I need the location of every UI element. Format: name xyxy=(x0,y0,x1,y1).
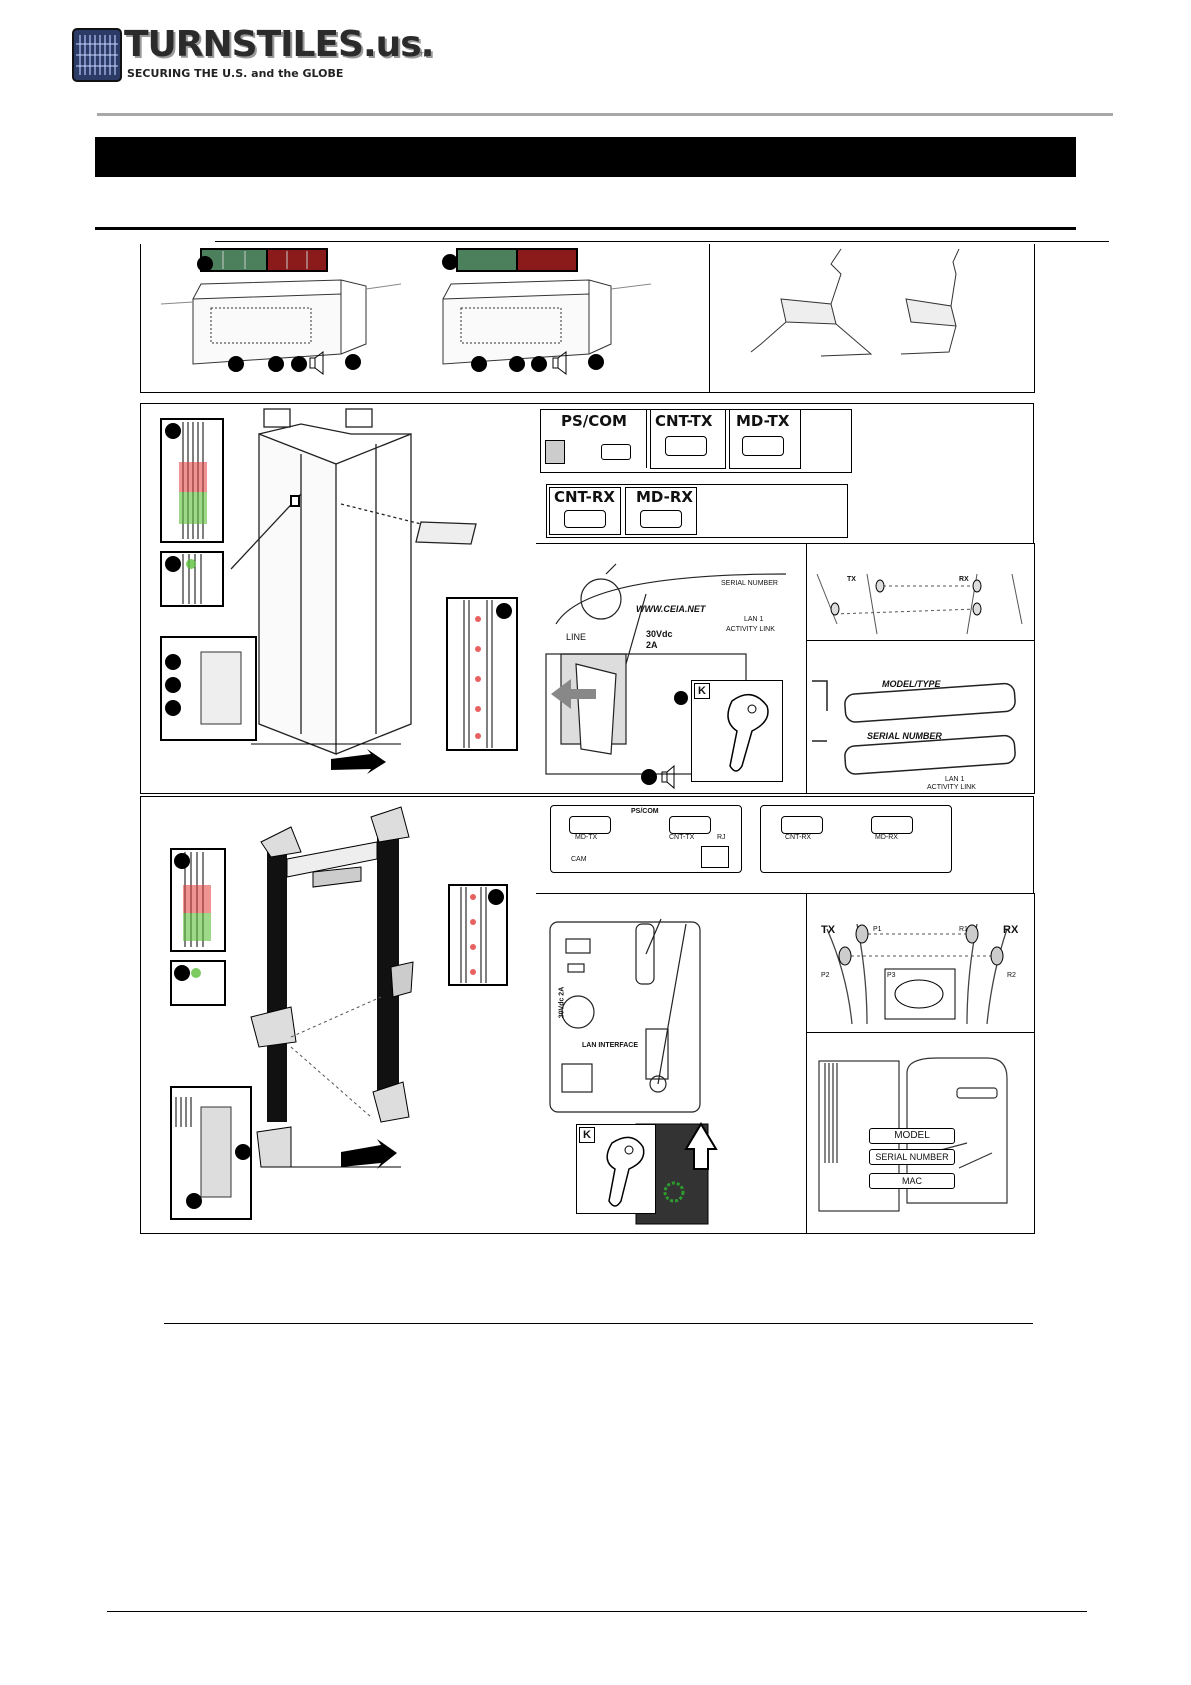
current-label: 2A xyxy=(646,640,658,650)
trademark: TM xyxy=(420,53,429,59)
lan-label: LAN 1 xyxy=(744,616,764,623)
led-bar-red-1 xyxy=(266,248,328,272)
section-rule-thin xyxy=(215,241,1109,242)
port-label-cnt-tx: CNT-TX xyxy=(669,834,695,841)
power-panel-2: 30Vdc 2A LAN INTERFACE K xyxy=(536,893,807,1234)
key-inset: K xyxy=(691,680,783,782)
db-port-icon xyxy=(564,510,606,528)
power-supply-1 xyxy=(750,248,873,357)
brand-name: TURNSTILES.us. xyxy=(124,24,434,65)
serial-label: SERIAL NUMBER xyxy=(721,580,778,587)
line-label: LINE xyxy=(566,632,587,642)
tx-rx-panel-1: TX RX xyxy=(806,543,1035,642)
voltage-label: 30Vdc 2A xyxy=(558,986,566,1019)
led-bar-red-2 xyxy=(516,248,578,272)
logo: TURNSTILES.us. TM SECURING THE U.S. and … xyxy=(72,24,434,84)
model-type-label: MODEL/TYPE xyxy=(882,679,941,689)
connector-block-right: CNT-RX MD-RX xyxy=(760,805,952,873)
header-rule xyxy=(97,113,1113,116)
port-row-bottom: CNT-RX MD-RX xyxy=(546,484,848,538)
gate-panel-2 xyxy=(140,796,538,1234)
control-unit-1 xyxy=(160,279,402,365)
p3-label: P3 xyxy=(887,972,896,979)
website-label: WWW.CEIA.NET xyxy=(636,604,706,614)
speaker-icon-2 xyxy=(552,351,567,375)
label-panel-1: MODEL/TYPE SERIAL NUMBER LAN 1 ACTIVITY … xyxy=(806,640,1035,794)
bottom-rule xyxy=(164,1323,1033,1324)
connector-block-left: MD-TX PS/COM CNT-TX RJ CAM xyxy=(550,805,742,873)
power-switch xyxy=(545,440,565,464)
key-label: K xyxy=(579,1127,595,1143)
speaker-icon-1 xyxy=(309,351,324,375)
power-supply-2 xyxy=(900,248,960,355)
key-icon xyxy=(727,693,769,772)
r1-label: R1 xyxy=(959,926,968,933)
port-label-ps-com: PS/COM xyxy=(561,412,627,430)
port-row-top: PS/COM CNT-TX MD-TX xyxy=(540,409,852,473)
footer-rule xyxy=(107,1611,1087,1612)
port-label-md-rx: MD-RX xyxy=(636,488,693,506)
r2-label: R2 xyxy=(1007,972,1016,979)
port-label-cnt-tx: CNT-TX xyxy=(655,412,713,430)
port-label-rj: RJ xyxy=(717,834,726,841)
rx-label: RX xyxy=(959,576,969,583)
top-row-frame xyxy=(140,244,1035,393)
activity-label: ACTIVITY LINK xyxy=(927,784,976,791)
tx-label: TX xyxy=(821,924,836,936)
gate-panel-1 xyxy=(140,403,538,794)
port-label-cnt-rx: CNT-RX xyxy=(785,834,812,841)
activity-label: ACTIVITY LINK xyxy=(726,626,775,633)
led-bar-green-2 xyxy=(456,248,518,272)
port-label-ps-com: PS/COM xyxy=(631,808,659,815)
db-port-icon xyxy=(742,436,784,456)
gate-drawing-2 xyxy=(170,806,508,1220)
port-label-cnt-rx: CNT-RX xyxy=(554,488,615,506)
serial-port-icon xyxy=(601,444,631,460)
rj-port-icon xyxy=(701,846,729,868)
key-label: K xyxy=(694,683,710,699)
key-inset: K xyxy=(576,1124,656,1214)
p2-label: P2 xyxy=(821,972,830,979)
label-panel-2: MODEL SERIAL NUMBER MAC xyxy=(806,1032,1035,1234)
db-port-icon xyxy=(665,436,707,456)
db-port-icon xyxy=(640,510,682,528)
tx-label: TX xyxy=(847,576,856,583)
mac-label: MAC xyxy=(869,1173,955,1189)
port-label-md-tx: MD-TX xyxy=(736,412,790,430)
control-unit-2 xyxy=(442,279,652,365)
key-icon xyxy=(606,1136,645,1207)
section-rule xyxy=(95,227,1076,230)
serial-number-label: SERIAL NUMBER xyxy=(867,731,942,741)
voltage-label: 30Vdc xyxy=(646,629,673,639)
lan-interface-label: LAN INTERFACE xyxy=(582,1042,638,1049)
power-panel-1: LINE WWW.CEIA.NET 30Vdc 2A SERIAL NUMBER… xyxy=(536,543,807,794)
port-label-md-rx: MD-RX xyxy=(875,834,898,841)
db-port-icon xyxy=(871,816,913,834)
p1-label: P1 xyxy=(873,926,882,933)
db-port-icon xyxy=(781,816,823,834)
tagline: SECURING THE U.S. and the GLOBE xyxy=(127,67,344,80)
connector-panel-2: MD-TX PS/COM CNT-TX RJ CAM CNT-RX MD-RX xyxy=(536,796,1034,895)
model-label: MODEL xyxy=(869,1128,955,1144)
port-label-md-tx: MD-TX xyxy=(575,834,598,841)
port-label-cam: CAM xyxy=(571,856,587,863)
db-port-icon xyxy=(669,816,711,834)
serial-number-label: SERIAL NUMBER xyxy=(869,1149,955,1165)
connector-panel-1: PS/COM CNT-TX MD-TX CNT-RX MD-RX xyxy=(536,403,1034,546)
control-units-drawing xyxy=(160,248,960,375)
gate-drawing-1 xyxy=(160,408,518,774)
logo-icon xyxy=(72,28,122,82)
title-bar xyxy=(95,137,1076,177)
top-divider xyxy=(709,244,710,392)
lan-label: LAN 1 xyxy=(945,776,965,783)
tx-rx-panel-2: TX RX P1 R1 P2 R2 P3 xyxy=(806,893,1035,1034)
db-port-icon xyxy=(569,816,611,834)
rx-label: RX xyxy=(1003,924,1019,936)
